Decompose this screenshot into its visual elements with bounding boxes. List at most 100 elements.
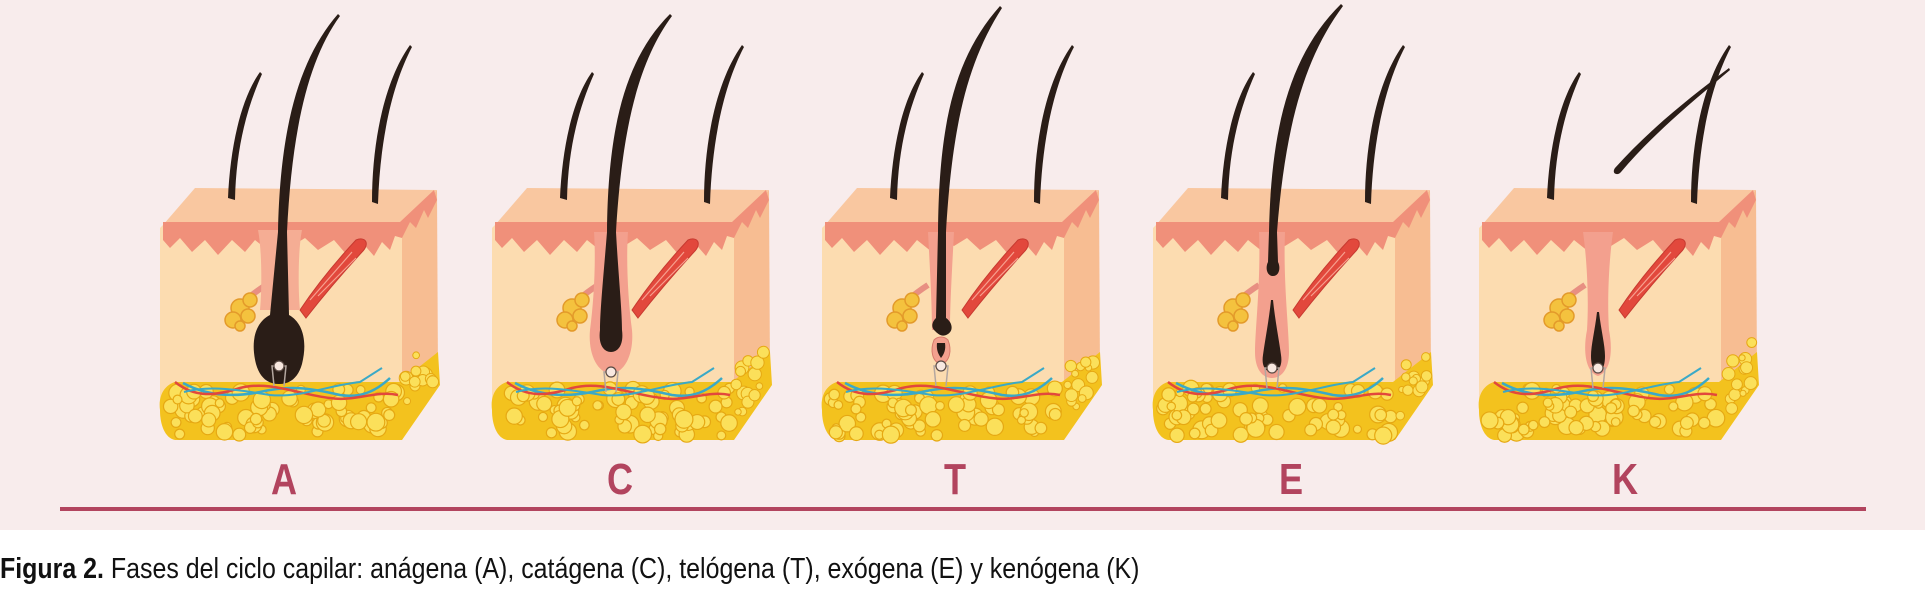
- fat-globule: [838, 414, 857, 433]
- fat-globule: [1210, 412, 1228, 429]
- fat-globule: [828, 388, 841, 401]
- fat-globule: [1374, 426, 1393, 445]
- gland-lobule: [904, 292, 920, 308]
- fat-globule: [1400, 359, 1412, 371]
- gland-lobule: [1227, 320, 1239, 332]
- vein: [183, 367, 383, 397]
- fat-globule: [1746, 337, 1758, 348]
- fat-globule: [1080, 356, 1092, 368]
- dermal-papilla: [273, 360, 285, 372]
- skin-block-catagen: [491, 14, 772, 444]
- fat-globule: [1188, 427, 1201, 440]
- skin-block-exogen: [1152, 4, 1433, 445]
- phase-label-telogen: T: [943, 455, 967, 504]
- fat-globule: [1743, 376, 1758, 391]
- fat-globule: [1395, 410, 1406, 421]
- skin-surface: [495, 188, 769, 227]
- fat-globule: [755, 382, 764, 390]
- fat-globule: [383, 408, 396, 422]
- main-hair-follicle-telogen: [928, 6, 1002, 387]
- germ-core: [936, 343, 946, 358]
- skin-surface: [825, 188, 1099, 227]
- artery: [1493, 381, 1718, 401]
- fat-globule: [249, 412, 263, 426]
- side-hair-right: [1691, 45, 1731, 204]
- fat-globule: [172, 394, 183, 405]
- fat-globule: [215, 423, 234, 441]
- fat-globule: [833, 400, 844, 410]
- dermal-papilla: [1266, 362, 1278, 374]
- gland-lobule: [574, 292, 590, 308]
- fat-globule: [294, 405, 314, 425]
- fat-globule: [1071, 369, 1080, 378]
- vein: [1502, 367, 1702, 397]
- fat-globule: [1415, 380, 1429, 394]
- fat-globule: [214, 398, 225, 409]
- fat-globule: [536, 395, 553, 412]
- side-hair-left: [890, 72, 924, 200]
- phase-label-anagen: A: [270, 455, 298, 504]
- fat-globule: [1064, 388, 1079, 403]
- fat-globule: [1171, 409, 1183, 421]
- skin-surface: [163, 188, 437, 227]
- fat-globule: [1739, 389, 1747, 397]
- fat-globule: [1186, 402, 1200, 416]
- skin-surface: [1482, 188, 1756, 227]
- fat-globule: [1538, 416, 1551, 429]
- fat-globule: [912, 419, 927, 433]
- fat-globule: [1697, 416, 1711, 430]
- fat-globule: [187, 408, 203, 424]
- fat-globule: [1663, 383, 1675, 395]
- fat-globule: [1019, 408, 1029, 418]
- fat-globule: [748, 389, 761, 402]
- hair-cycle-diagram: [159, 4, 1759, 445]
- gland-lobule: [240, 308, 256, 324]
- fat-globule: [881, 425, 901, 444]
- epidermis: [1482, 190, 1756, 256]
- fat-globule: [674, 409, 694, 429]
- muscle-striation: [641, 251, 689, 301]
- fat-globule: [1166, 401, 1177, 412]
- skin-block-telogen: [821, 6, 1102, 444]
- gland-lobule: [1553, 320, 1565, 332]
- caption-text: Fases del ciclo capilar: anágena (A), ca…: [103, 553, 1140, 585]
- fat-globule: [1048, 407, 1062, 421]
- fat-globule: [904, 404, 917, 417]
- fat-globule: [1668, 401, 1679, 412]
- fat-globule: [850, 403, 862, 415]
- fat-globule: [828, 425, 843, 440]
- vein: [515, 367, 715, 397]
- fat-globule: [750, 355, 765, 370]
- fat-globule: [716, 430, 727, 441]
- fat-globule: [633, 424, 653, 444]
- fat-globule: [281, 390, 298, 407]
- fat-globule: [1251, 397, 1269, 415]
- fat-globule: [1568, 419, 1584, 436]
- fat-globule: [991, 403, 1006, 417]
- side-hair-left: [560, 72, 594, 200]
- fat-globule: [958, 418, 972, 432]
- fat-globule: [1648, 415, 1662, 429]
- fat-globule: [924, 411, 942, 428]
- gland-lobule: [1233, 308, 1249, 324]
- fat-globule: [1740, 361, 1754, 375]
- fat-globule: [930, 428, 944, 442]
- epidermis: [825, 190, 1099, 256]
- fat-globule: [1728, 388, 1742, 401]
- epidermis: [163, 190, 437, 256]
- fat-globule: [1564, 405, 1578, 419]
- dermal-papilla: [935, 360, 947, 372]
- fat-globule: [1401, 372, 1411, 382]
- fat-globule: [1725, 402, 1738, 415]
- main-hair-follicle-anagen: [253, 14, 340, 387]
- fat-globule: [408, 375, 421, 388]
- fat-globule: [1738, 354, 1746, 362]
- fat-globule: [1516, 401, 1529, 415]
- fat-globule: [720, 414, 738, 432]
- subcutaneous-fat: [821, 352, 1102, 444]
- gland-lobule: [566, 320, 578, 332]
- fat-globule: [537, 411, 549, 423]
- shedding-club-hair: [1266, 4, 1343, 276]
- fat-globule: [653, 422, 667, 436]
- fat-globule: [973, 411, 989, 427]
